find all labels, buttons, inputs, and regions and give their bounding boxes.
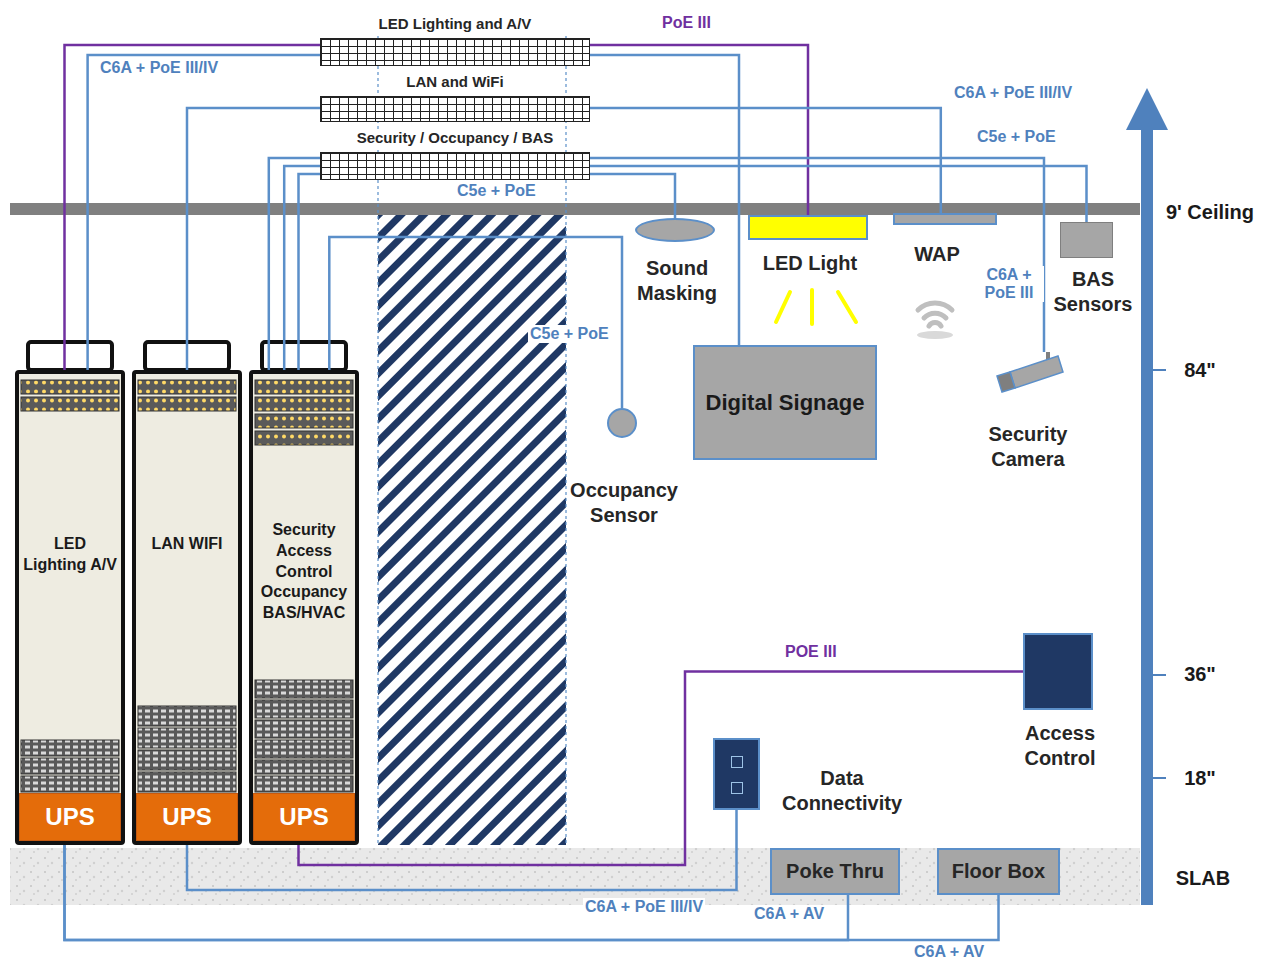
- outlet-port: [731, 756, 743, 768]
- height-label: 36": [1170, 662, 1230, 687]
- cable-label: C6A + AV: [912, 943, 986, 961]
- cable-tray: LAN and WiFi: [320, 96, 590, 122]
- node-label: BAS Sensors: [1053, 267, 1133, 317]
- ups-unit: UPS: [253, 793, 355, 841]
- cable-tray: LED Lighting and A/V: [320, 38, 590, 66]
- node-label: LED Lighting and A/V: [376, 15, 535, 33]
- patch-panel: [21, 380, 353, 445]
- slab: [10, 848, 1140, 905]
- hatched-column: [378, 215, 566, 845]
- cable-label: POE III: [783, 643, 839, 661]
- cable-run: [65, 845, 849, 940]
- node-label: Sound Masking: [622, 256, 732, 306]
- cable-label: C6A + AV: [752, 905, 826, 923]
- node-label: Access Control: [1005, 721, 1115, 771]
- node-label: Security Camera: [973, 422, 1083, 472]
- ups-unit: UPS: [19, 793, 121, 841]
- node-label: Poke Thru: [786, 859, 884, 884]
- cable-label: C6A + PoE III: [974, 266, 1044, 302]
- height-label: 18": [1170, 766, 1230, 791]
- cable-label: C5e + PoE: [455, 182, 538, 200]
- cable-label: C5e + PoE: [528, 325, 611, 343]
- ups-unit: UPS: [136, 793, 238, 841]
- cable-run: [65, 845, 999, 940]
- cable-run: [88, 55, 739, 370]
- node-label: UPS: [45, 801, 94, 832]
- wireless-access-point: WAP: [893, 213, 997, 225]
- node-label: Security / Occupancy / BAS: [354, 129, 557, 147]
- node-label: Floor Box: [952, 859, 1045, 884]
- height-scale: [1126, 88, 1168, 905]
- outlet-port: [731, 782, 743, 794]
- light-rays: [776, 290, 856, 324]
- led-fixture: LED Light: [748, 215, 868, 240]
- security-camera: Security Camera: [995, 352, 1063, 394]
- floor-box: Floor Box: [937, 848, 1060, 895]
- node-label: LED Lighting A/V: [23, 534, 117, 576]
- node-label: UPS: [162, 801, 211, 832]
- node-label: LAN WIFI: [140, 534, 234, 555]
- cable-label: C5e + PoE: [975, 128, 1058, 146]
- camera-icon: [997, 352, 1063, 392]
- cable-run: [299, 174, 676, 370]
- rack-body: [17, 342, 357, 843]
- equipment-rack: LAN WIFI UPS: [132, 370, 242, 845]
- node-label: UPS: [279, 801, 328, 832]
- data-outlet: Data Connectivity: [713, 738, 760, 810]
- occupancy-sensor: Occupancy Sensor: [607, 408, 637, 438]
- cable-label: C6A + PoE III/IV: [952, 84, 1074, 102]
- height-label: 9' Ceiling: [1160, 200, 1260, 225]
- node-label: Digital Signage: [706, 389, 865, 417]
- cable-tray: Security / Occupancy / BAS: [320, 152, 590, 180]
- bas-sensor: BAS Sensors: [1060, 222, 1113, 258]
- node-label: WAP: [897, 242, 977, 267]
- equipment-rack: Security Access Control Occupancy BAS/HV…: [249, 370, 359, 845]
- cable-run: [329, 237, 622, 408]
- cable-run: [284, 166, 1086, 370]
- cable-run: [299, 672, 1024, 866]
- node-label: LED Light: [740, 251, 880, 276]
- sound-masking-speaker: Sound Masking: [635, 218, 715, 242]
- equipment-rack: LED Lighting A/V UPS: [15, 370, 125, 845]
- cable-label: C6A + PoE III/IV: [98, 59, 220, 77]
- wifi-icon: [917, 303, 953, 339]
- poke-thru: Poke Thru: [770, 848, 900, 895]
- cable-run: [65, 45, 809, 370]
- digital-signage: Digital Signage: [693, 345, 877, 460]
- node-label: LAN and WiFi: [403, 73, 506, 91]
- cable-label: C6A + PoE III/IV: [583, 898, 705, 916]
- node-label: Security Access Control Occupancy BAS/HV…: [257, 520, 351, 624]
- node-label: Data Connectivity: [777, 766, 907, 816]
- cable-run: [187, 108, 941, 370]
- height-label: SLAB: [1168, 866, 1238, 891]
- cable-run: [269, 158, 1044, 370]
- cable-label: PoE III: [660, 14, 713, 32]
- height-label: 84": [1170, 358, 1230, 383]
- network-switch: [21, 680, 353, 792]
- node-label: Occupancy Sensor: [559, 478, 689, 528]
- access-control-panel: Access Control: [1023, 633, 1093, 710]
